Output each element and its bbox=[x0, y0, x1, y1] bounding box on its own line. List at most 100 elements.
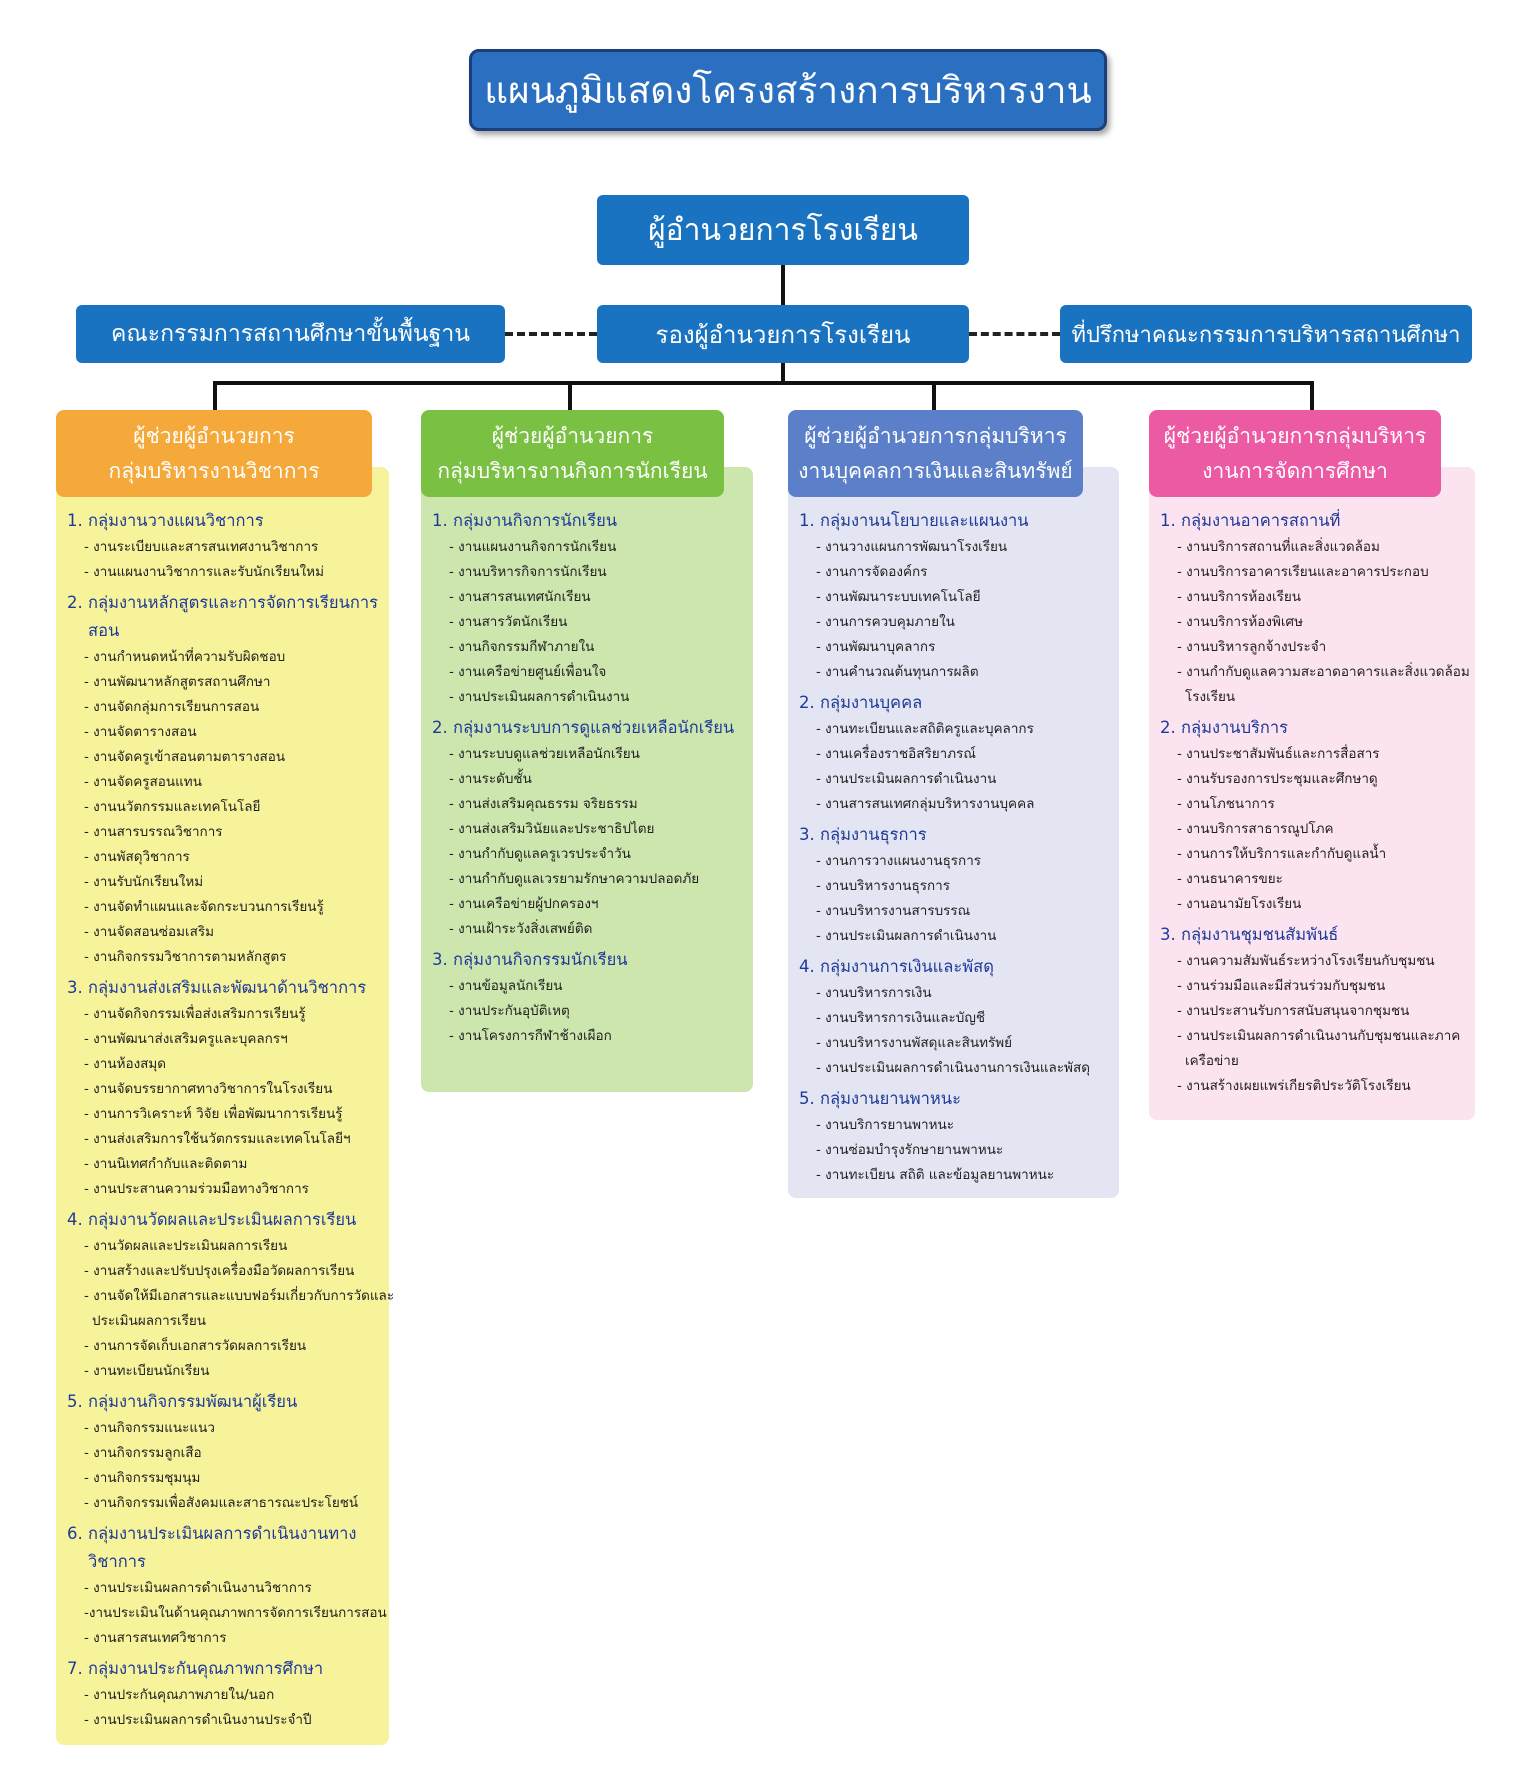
list-item: - งานบริการสาธารณูปโภค bbox=[1177, 821, 1334, 837]
personnel-finance-header: ผู้ช่วยผู้อำนวยการกลุ่มบริหาร งานบุคคลกา… bbox=[788, 410, 1083, 497]
group-heading: 3. กลุ่มงานส่งเสริมและพัฒนาด้านวิชาการ bbox=[67, 978, 367, 997]
connector-deputy-down bbox=[781, 363, 785, 383]
list-item: - งานส่งเสริมการใช้นวัตกรรมและเทคโนโลยีฯ bbox=[84, 1131, 351, 1147]
list-item: - งานพัฒนาหลักสูตรสถานศึกษา bbox=[84, 674, 271, 690]
list-item: - งานบริหารกิจการนักเรียน bbox=[449, 564, 607, 580]
list-item: - งานสารบรรณวิชาการ bbox=[84, 824, 223, 840]
list-item: - งานพัฒนาส่งเสริมครูและบุคลกรฯ bbox=[84, 1031, 288, 1047]
list-item: - งานนวัตกรรมและเทคโนโลยี bbox=[84, 799, 261, 815]
list-item: - งานบริการสถานที่และสิ่งแวดล้อม bbox=[1177, 539, 1380, 555]
group-heading: 6. กลุ่มงานประเมินผลการดำเนินงานทางวิชาก… bbox=[67, 1524, 357, 1571]
list-item: - งานกิจกรรมวิชาการตามหลักสูตร bbox=[84, 949, 287, 965]
list-item: - งานเฝ้าระวังสิ่งเสพย์ติด bbox=[449, 921, 593, 937]
group-heading: 5. กลุ่มงานยานพาหนะ bbox=[799, 1089, 961, 1108]
header-line: ผู้ช่วยผู้อำนวยการ bbox=[491, 423, 654, 448]
connector-col4 bbox=[1310, 381, 1314, 411]
personnel-finance-panel bbox=[788, 467, 1119, 1198]
group-heading: 3. กลุ่มงานกิจกรรมนักเรียน bbox=[432, 950, 628, 969]
list-item: - งานจัดครูเข้าสอนตามตารางสอน bbox=[84, 749, 286, 765]
list-item: - งานระดับชั้น bbox=[449, 771, 532, 787]
list-item: - งานกำกับดูแลครูเวรประจำวัน bbox=[449, 846, 631, 862]
list-item: - งานบริหารการเงิน bbox=[816, 985, 932, 1001]
list-item: - งานพัฒนาบุคลากร bbox=[816, 639, 936, 655]
list-item: - งานประเมินผลการดำเนินงานวิชาการ bbox=[84, 1580, 312, 1596]
list-item: - งานจัดกิจกรรมเพื่อส่งเสริมการเรียนรู้ bbox=[84, 1006, 306, 1022]
group-heading: 4. กลุ่มงานการเงินและพัสดุ bbox=[799, 957, 994, 976]
list-item: - งานการจัดองค์กร bbox=[816, 564, 928, 580]
header-line: ผู้ช่วยผู้อำนวยการกลุ่มบริหาร bbox=[804, 423, 1067, 448]
list-item: - งานบริการห้องเรียน bbox=[1177, 589, 1301, 605]
list-item: - งานกิจกรรมเพื่อสังคมและสาธารณะประโยชน์ bbox=[84, 1495, 359, 1511]
list-item: - งานสารสนเทศวิชาการ bbox=[84, 1630, 227, 1646]
list-item: - งานวัดผลและประเมินผลการเรียน bbox=[84, 1238, 288, 1254]
list-item: - งานประเมินผลการดำเนินงาน bbox=[816, 928, 997, 944]
group-heading: 2. กลุ่มงานระบบการดูแลช่วยเหลือนักเรียน bbox=[432, 718, 735, 737]
board-box: คณะกรรมการสถานศึกษาขั้นพื้นฐาน bbox=[76, 305, 505, 363]
personnel-finance-list: 1. กลุ่มงานนโยบายและแผนงาน- งานวางแผนการ… bbox=[794, 503, 1119, 1188]
list-item: - งานรับรองการประชุมและศึกษาดู bbox=[1177, 771, 1378, 787]
list-item: - งานกำกับดูแลความสะอาดอาคารและสิ่งแวดล้… bbox=[1177, 664, 1470, 705]
list-item: - งานสารสนเทศกลุ่มบริหารงานบุคคล bbox=[816, 796, 1035, 812]
header-line: ผู้ช่วยผู้อำนวยการ bbox=[133, 423, 295, 448]
list-item: - งานสร้างและปรับปรุงเครื่องมือวัดผลการเ… bbox=[84, 1263, 355, 1279]
list-item: - งานประเมินผลการดำเนินงาน bbox=[816, 771, 997, 787]
list-item: - งานบริหารงานพัสดุและสินทรัพย์ bbox=[816, 1035, 1013, 1051]
list-item: - งานห้องสมุด bbox=[84, 1056, 167, 1072]
academic-list: 1. กลุ่มงานวางแผนวิชาการ- งานระเบียบและส… bbox=[62, 503, 402, 1733]
list-item: - งานจัดครูสอนแทน bbox=[84, 774, 202, 790]
group-heading: 2. กลุ่มงานหลักสูตรและการจัดการเรียนการส… bbox=[67, 593, 378, 640]
student-affairs-list: 1. กลุ่มงานกิจการนักเรียน- งานแผนงานกิจก… bbox=[427, 503, 747, 1049]
list-item: - งานรับนักเรียนใหม่ bbox=[84, 874, 204, 890]
connector-director-deputy bbox=[781, 265, 785, 305]
list-item: - งานข้อมูลนักเรียน bbox=[449, 978, 563, 994]
list-item: - งานกำหนดหน้าที่ความรับผิดชอบ bbox=[84, 649, 286, 665]
list-item: - งานการควบคุมภายใน bbox=[816, 614, 955, 630]
list-item: -งานประเมินในด้านคุณภาพการจัดการเรียนการ… bbox=[84, 1605, 387, 1621]
list-item: - งานทะเบียน สถิติ และข้อมูลยานพาหนะ bbox=[816, 1167, 1055, 1183]
connector-horizontal-bar bbox=[215, 381, 1314, 385]
list-item: - งานการจัดเก็บเอกสารวัดผลการเรียน bbox=[84, 1338, 307, 1354]
list-item: - งานส่งเสริมวินัยและประชาธิปไตย bbox=[449, 821, 655, 837]
header-line: กลุ่มบริหารงานกิจการนักเรียน bbox=[437, 458, 708, 483]
list-item: - งานจัดสอนซ่อมเสริม bbox=[84, 924, 214, 940]
list-item: - งานแผนงานวิชาการและรับนักเรียนใหม่ bbox=[84, 564, 324, 580]
list-item: - งานซ่อมบำรุงรักษายานพาหนะ bbox=[816, 1142, 1004, 1158]
list-item: - งานจัดบรรยากาศทางวิชาการในโรงเรียน bbox=[84, 1081, 333, 1097]
list-item: - งานวางแผนการพัฒนาโรงเรียน bbox=[816, 539, 1008, 555]
list-item: - งานการวิเคราะห์ วิจัย เพื่อพัฒนาการเรี… bbox=[84, 1106, 343, 1122]
group-heading: 7. กลุ่มงานประกันคุณภาพการศึกษา bbox=[67, 1659, 324, 1678]
list-item: - งานนิเทศกำกับและติดตาม bbox=[84, 1156, 248, 1172]
header-line: งานการจัดการศึกษา bbox=[1202, 458, 1388, 483]
list-item: - งานอนามัยโรงเรียน bbox=[1177, 896, 1302, 912]
academic-panel bbox=[56, 467, 389, 1745]
student-affairs-header: ผู้ช่วยผู้อำนวยการ กลุ่มบริหารงานกิจการน… bbox=[421, 410, 724, 497]
list-item: - งานธนาคารขยะ bbox=[1177, 871, 1283, 887]
connector-col3 bbox=[932, 381, 936, 411]
list-item: - งานทะเบียนนักเรียน bbox=[84, 1363, 210, 1379]
list-item: - งานประเมินผลการดำเนินงานกับชุมชนและภาค… bbox=[1177, 1028, 1461, 1069]
group-heading: 4. กลุ่มงานวัดผลและประเมินผลการเรียน bbox=[67, 1210, 357, 1229]
list-item: - งานประสานความร่วมมือทางวิชาการ bbox=[84, 1181, 309, 1197]
student-affairs-panel bbox=[421, 467, 753, 1092]
list-item: - งานประกันอุบัติเหตุ bbox=[449, 1003, 570, 1019]
list-item: - งานประสานรับการสนับสนุนจากชุมชน bbox=[1177, 1003, 1410, 1019]
list-item: - งานบริการอาคารเรียนและอาคารประกอบ bbox=[1177, 564, 1429, 580]
list-item: - งานการให้บริการและกำกับดูแลน้ำ bbox=[1177, 846, 1387, 862]
list-item: - งานการวางแผนงานธุรการ bbox=[816, 853, 982, 869]
group-heading: 5. กลุ่มงานกิจกรรมพัฒนาผู้เรียน bbox=[67, 1392, 298, 1411]
list-item: - งานโครงการกีฬาช้างเผือก bbox=[449, 1028, 612, 1044]
connector-col2 bbox=[568, 381, 572, 411]
list-item: - งานจัดกลุ่มการเรียนการสอน bbox=[84, 699, 260, 715]
list-item: - งานกิจกรรมกีฬาภายใน bbox=[449, 639, 595, 655]
connector-advisor-dashed bbox=[969, 332, 1060, 336]
list-item: - งานส่งเสริมคุณธรรม จริยธรรม bbox=[449, 796, 638, 812]
group-heading: 2. กลุ่มงานบุคคล bbox=[799, 693, 923, 712]
list-item: - งานเครื่องราชอิสริยาภรณ์ bbox=[816, 746, 976, 762]
list-item: - งานกำกับดูแลเวรยามรักษาความปลอดภัย bbox=[449, 871, 700, 887]
advisor-box: ที่ปรึกษาคณะกรรมการบริหารสถานศึกษา bbox=[1060, 305, 1472, 363]
list-item: - งานเครือข่ายผู้ปกครองฯ bbox=[449, 896, 599, 912]
list-item: - งานประชาสัมพันธ์และการสื่อสาร bbox=[1177, 746, 1380, 762]
list-item: - งานบริการยานพาหนะ bbox=[816, 1117, 954, 1133]
education-management-header: ผู้ช่วยผู้อำนวยการกลุ่มบริหาร งานการจัดก… bbox=[1149, 410, 1441, 497]
group-heading: 3. กลุ่มงานชุมชนสัมพันธ์ bbox=[1160, 925, 1339, 944]
